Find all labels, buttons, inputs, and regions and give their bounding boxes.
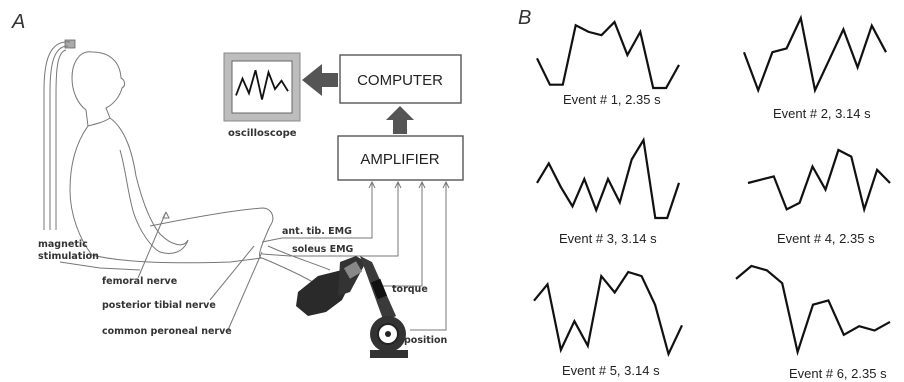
event-2-label: Event # 2, 3.14 s: [773, 106, 871, 121]
computer-to-oscilloscope-arrow: [302, 64, 338, 96]
event-1-label: Event # 1, 2.35 s: [563, 92, 661, 107]
magnetic-stimulation-label-1: magnetic: [38, 239, 88, 250]
event-6-trace: [735, 264, 891, 357]
event-5: Event # 5, 3.14 s: [533, 270, 683, 378]
event-3: Event # 3, 3.14 s: [536, 136, 681, 246]
femoral-nerve-label: femoral nerve: [102, 276, 177, 287]
computer-box: [339, 54, 462, 104]
event-4-trace: [747, 148, 891, 214]
event-traces: Event # 1, 2.35 s Event # 2, 3.14 s Even…: [533, 14, 891, 381]
event-4-label: Event # 4, 2.35 s: [777, 231, 875, 246]
nerve-pointers: [137, 211, 263, 331]
position-label: position: [404, 335, 448, 346]
computer-label: COMPUTER: [357, 72, 443, 89]
oscilloscope-label: oscilloscope: [228, 128, 297, 139]
event-3-label: Event # 3, 3.14 s: [559, 231, 657, 246]
event-5-label: Event # 5, 3.14 s: [562, 363, 660, 378]
oscilloscope: [223, 52, 301, 122]
event-1-trace: [536, 20, 680, 90]
common-peroneal-nerve-label: common peroneal nerve: [102, 326, 232, 337]
event-5-trace: [533, 270, 683, 358]
event-3-trace: [536, 136, 681, 220]
event-4: Event # 4, 2.35 s: [747, 148, 891, 246]
event-2: Event # 2, 3.14 s: [742, 14, 887, 121]
amplifier-to-computer-arrow: [386, 106, 414, 134]
foot-pedal-apparatus: [296, 256, 408, 358]
torque-label: torque: [392, 284, 428, 295]
posterior-tibial-nerve-label: posterior tibial nerve: [102, 300, 216, 311]
panel-a-letter: A: [11, 11, 25, 33]
event-1: Event # 1, 2.35 s: [536, 20, 680, 107]
soleus-emg-label: soleus EMG: [292, 244, 354, 255]
magnetic-stimulation-label-2: stimulation: [38, 251, 99, 262]
event-6: Event # 6, 2.35 s: [735, 264, 891, 381]
magnetic-stimulation-cable: [43, 39, 76, 230]
amplifier-box: [337, 135, 464, 181]
event-6-label: Event # 6, 2.35 s: [789, 366, 887, 381]
event-2-trace: [742, 14, 887, 94]
signal-lines: [261, 180, 450, 331]
panel-b-letter: B: [518, 7, 531, 29]
oscilloscope-trace: [235, 69, 289, 100]
ant-tib-emg-label: ant. tib. EMG: [282, 226, 352, 237]
amplifier-label: AMPLIFIER: [360, 151, 439, 168]
